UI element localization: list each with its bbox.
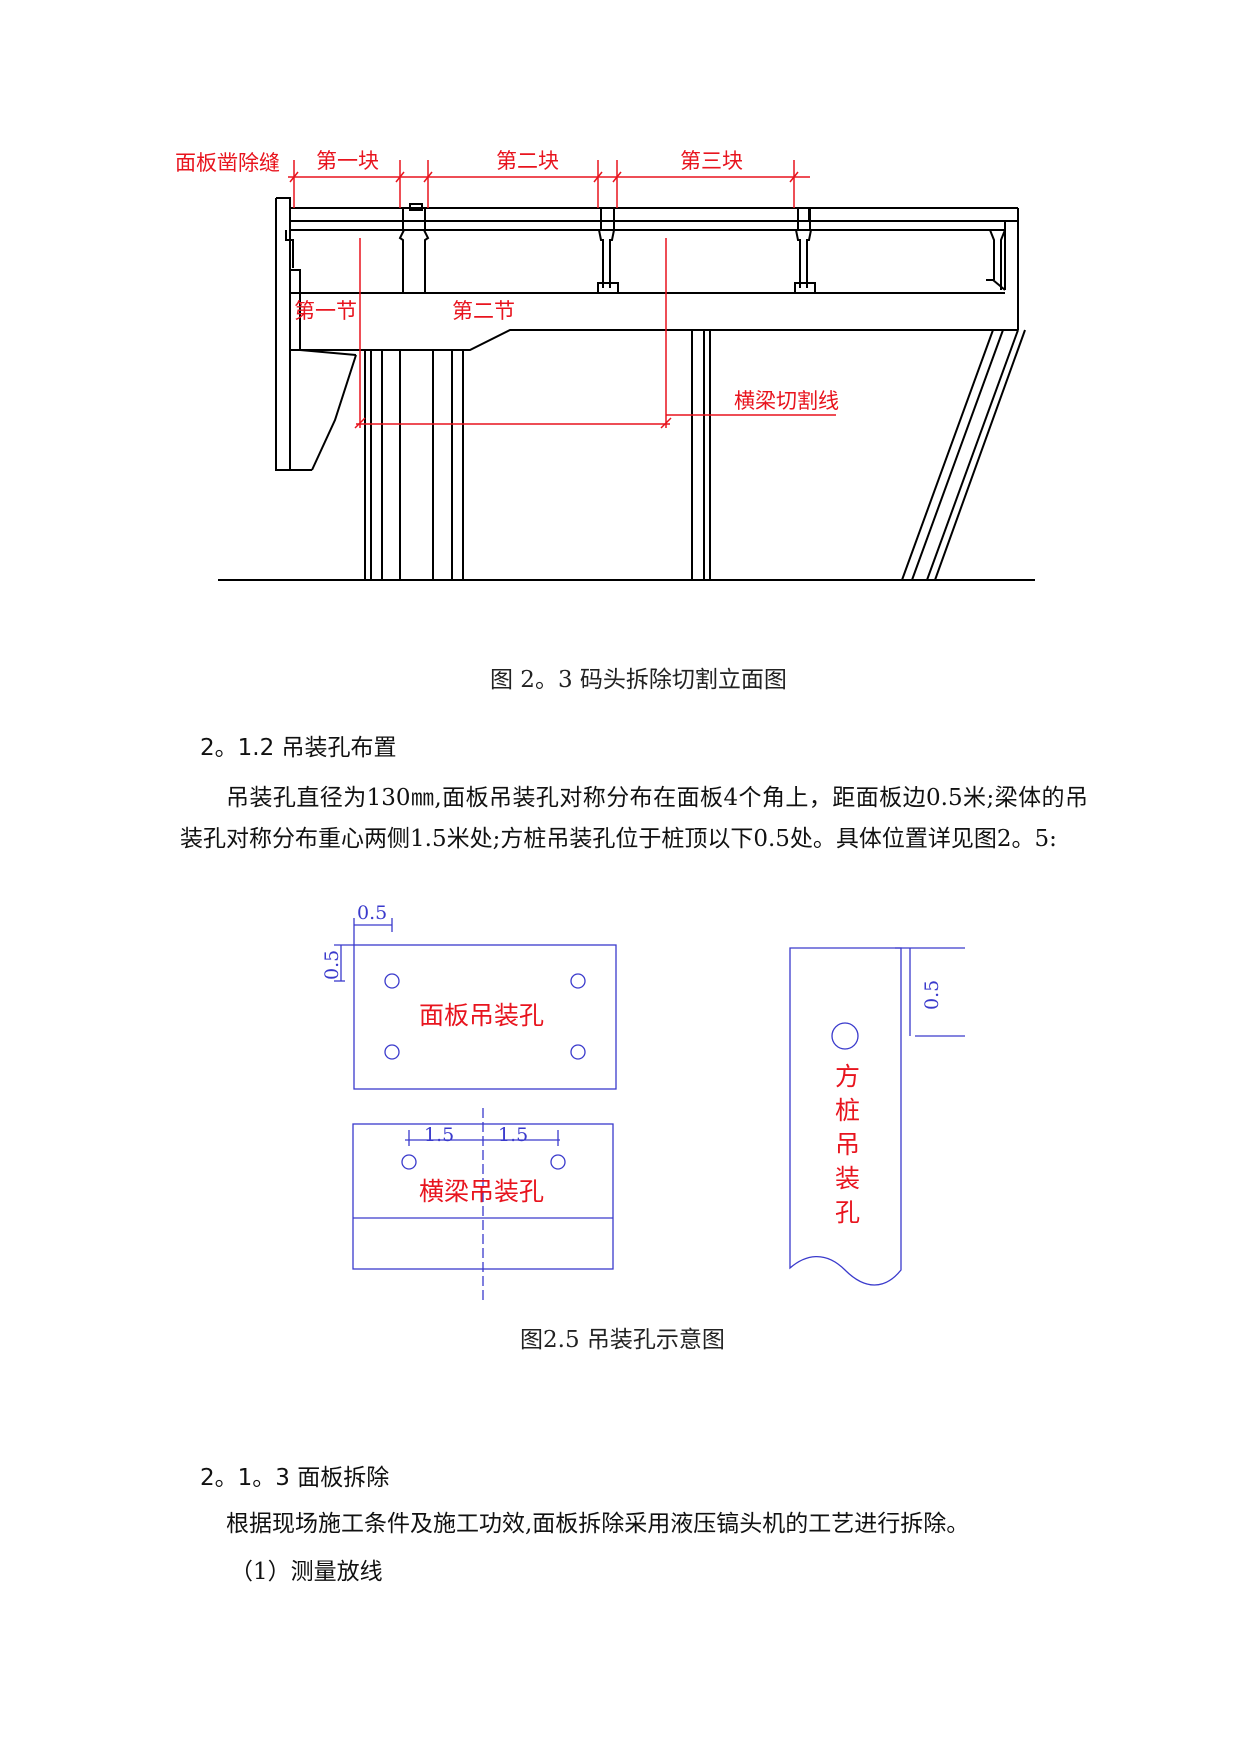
block3-label: 第三块 — [680, 149, 743, 173]
panel-removal-paragraph: 根据现场施工条件及施工功效,面板拆除采用液压镐头机的工艺进行拆除。 — [226, 1511, 970, 1537]
section-heading-2-1-2: 2。1.2 吊装孔布置 — [200, 735, 397, 761]
pier-elevation-drawing: 面板凿除缝 第一块 第二块 第三块 第一节 第二节 横梁切割线 — [175, 149, 1035, 581]
dim-15-right: 1.5 — [498, 1124, 528, 1146]
pile-hole-label-1: 方 — [835, 1062, 860, 1091]
lifting-hole-paragraph: 吊装孔直径为130㎜,面板吊装孔对称分布在面板4个角上，距面板边0.5米;梁体的… — [180, 785, 1088, 852]
dim-15-left: 1.5 — [424, 1124, 454, 1146]
section1-label: 第一节 — [294, 299, 357, 323]
dim-05-pile: 0.5 — [921, 980, 943, 1010]
section-heading-2-1-3: 2。1。3 面板拆除 — [200, 1465, 390, 1491]
figure1-caption: 图 2。3 码头拆除切割立面图 — [490, 667, 787, 693]
beam-cut-label: 横梁切割线 — [734, 389, 839, 413]
block2-label: 第二块 — [496, 149, 559, 173]
beam-hole-label: 横梁吊装孔 — [419, 1177, 544, 1206]
pile-hole-label-5: 孔 — [835, 1198, 860, 1227]
seam-label: 面板凿除缝 — [175, 151, 280, 175]
block1-label: 第一块 — [316, 149, 379, 173]
panel-hole-label: 面板吊装孔 — [419, 1001, 544, 1030]
section2-label: 第二节 — [452, 299, 515, 323]
pile-hole-label-3: 吊 — [835, 1130, 860, 1159]
dim-05-left: 0.5 — [321, 950, 343, 980]
figure2-caption: 图2.5 吊装孔示意图 — [520, 1327, 725, 1353]
pile-hole-label-2: 桩 — [835, 1096, 860, 1125]
pile-hole-label-4: 装 — [835, 1164, 860, 1193]
list-item-survey: （1）测量放线 — [230, 1559, 383, 1585]
lifting-hole-diagram: 0.5 0.5 0.5 1.5 1.5 面板吊装孔 横梁吊装孔 方 桩 吊 装 … — [321, 902, 965, 1300]
dim-05-top: 0.5 — [357, 902, 387, 924]
